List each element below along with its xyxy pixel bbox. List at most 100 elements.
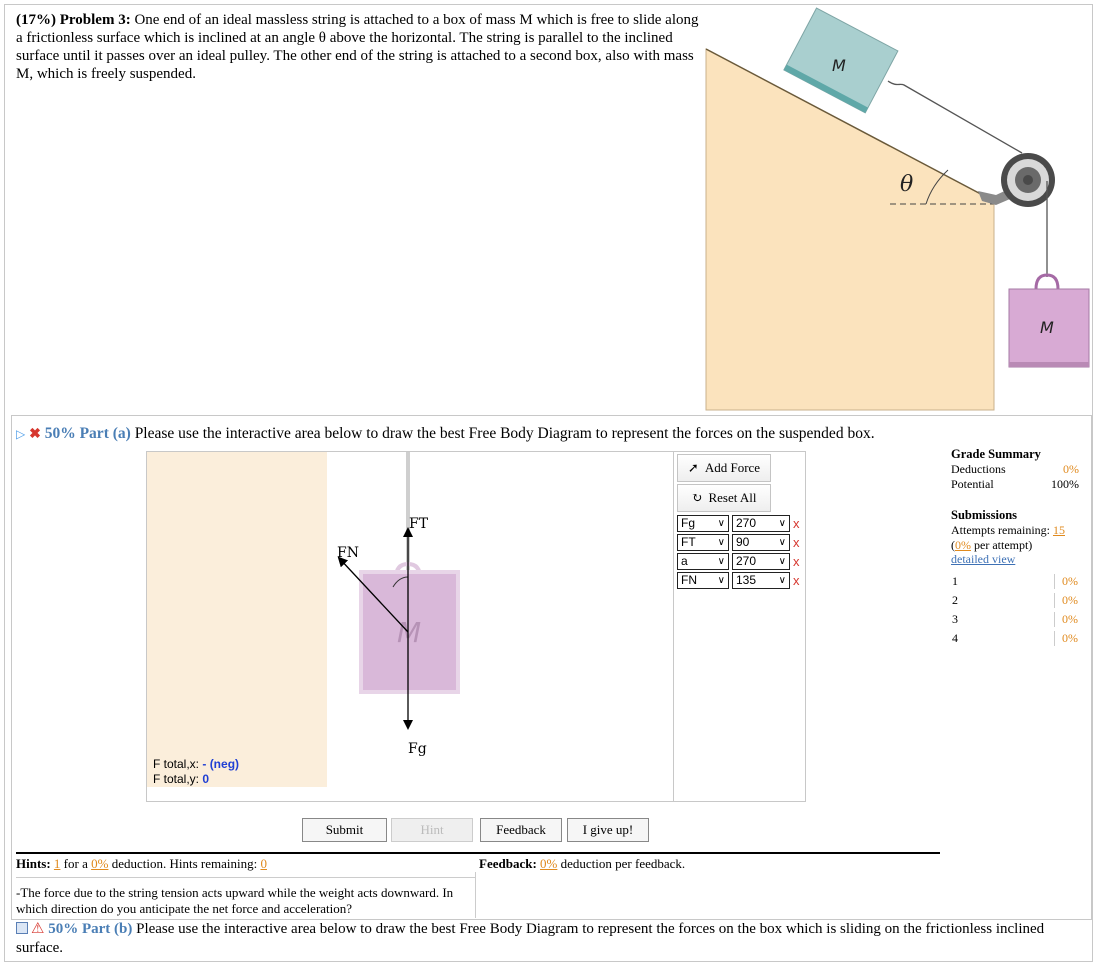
- submission-pct: 0%: [1054, 612, 1078, 627]
- grade-summary-title: Grade Summary: [951, 447, 1041, 461]
- per-attempt: (0% per attempt): [951, 538, 1079, 552]
- hints-divider: [16, 852, 940, 854]
- fbd-bg-string: [406, 452, 410, 572]
- expand-triangle-icon[interactable]: ▷: [16, 427, 26, 441]
- hanging-box: [1008, 288, 1090, 368]
- force-angle-select[interactable]: 270∨: [732, 514, 790, 532]
- force-row: FN∨ 135∨ x: [677, 571, 800, 589]
- hints-label: Hints:: [16, 856, 51, 871]
- delete-force-icon[interactable]: x: [793, 534, 800, 550]
- ftotal-y-value: 0: [202, 772, 210, 786]
- submission-pct: 0%: [1054, 631, 1078, 646]
- submission-number: 1: [952, 574, 958, 588]
- fbd-bg-incline: [147, 452, 327, 787]
- delete-force-icon[interactable]: x: [793, 515, 800, 531]
- chevron-down-icon: ∨: [717, 517, 725, 529]
- problem-statement: (17%) Problem 3: One end of an ideal mas…: [16, 11, 706, 83]
- fbd-drawing-area[interactable]: M FT FN Fg: [147, 452, 673, 801]
- chevron-down-icon: ∨: [717, 555, 725, 567]
- submission-number: 4: [952, 631, 958, 645]
- force-row: Fg ∨ 270∨ x: [677, 514, 800, 532]
- top-box: [783, 7, 899, 114]
- submission-pct: 0%: [1054, 593, 1078, 608]
- fbd-canvas[interactable]: M FT FN Fg F total,x: - (neg) F total,y:…: [146, 451, 806, 802]
- string-incline: [887, 80, 1023, 154]
- fbd-toolbar: ➚ Add Force ↻ Reset All Fg∨ 270∨ x FT∨ 9…: [673, 452, 806, 801]
- ftotal-x-label: F total,x:: [153, 757, 200, 771]
- force-name-value: FT: [681, 535, 696, 549]
- force-angle-select[interactable]: 270∨: [732, 552, 790, 570]
- force-name-select[interactable]: FT∨: [677, 533, 729, 551]
- give-up-button[interactable]: I give up!: [567, 818, 649, 842]
- incorrect-x-icon: ✖: [29, 427, 41, 442]
- add-force-button[interactable]: ➚ Add Force: [677, 454, 771, 482]
- force-angle-value: 135: [736, 573, 757, 587]
- force-name-value: Fg: [681, 516, 696, 530]
- force-row: FT∨ 90∨ x: [677, 533, 800, 551]
- hint-button[interactable]: Hint: [391, 818, 473, 842]
- part-b-label: 50% Part (b): [48, 921, 133, 937]
- chevron-down-icon: ∨: [717, 574, 725, 586]
- part-a-container: [11, 415, 1092, 920]
- per-attempt-open: (: [951, 538, 955, 552]
- ftotal-y: F total,y: 0: [153, 772, 209, 786]
- delete-force-icon[interactable]: x: [793, 553, 800, 569]
- add-force-label: Add Force: [704, 460, 761, 475]
- submissions-title: Submissions: [951, 508, 1018, 522]
- problem-label: (17%) Problem 3:: [16, 12, 131, 28]
- hanging-box-shade: [1009, 362, 1089, 367]
- per-attempt-pct: 0%: [955, 538, 971, 552]
- force-name-select[interactable]: Fg ∨: [677, 514, 729, 532]
- hint-rule: [16, 877, 475, 878]
- attempts-remaining: Attempts remaining: 15: [951, 523, 1079, 538]
- force-name-value: a: [681, 554, 688, 568]
- force-name-select[interactable]: a∨: [677, 552, 729, 570]
- angle-label: θ: [900, 172, 913, 197]
- force-arrow-fn[interactable]: [337, 556, 409, 633]
- problem-figure: θ M M: [705, 7, 1090, 411]
- top-box-label: M: [832, 56, 846, 75]
- collapse-icon[interactable]: [16, 922, 28, 934]
- per-attempt-text: per attempt): [974, 538, 1033, 552]
- submission-pct: 0%: [1054, 574, 1078, 589]
- submission-row: 4 0%: [952, 631, 1078, 646]
- submission-row: 1 0%: [952, 574, 1078, 589]
- part-b-text: Please use the interactive area below to…: [16, 921, 1045, 956]
- force-angle-select[interactable]: 135∨: [732, 571, 790, 589]
- pulley-axle: [1023, 175, 1033, 185]
- feedback-text: deduction per feedback.: [560, 856, 686, 871]
- attempts-value: 15: [1052, 523, 1065, 537]
- hints-count: 1: [53, 856, 61, 871]
- detailed-view-link[interactable]: detailed view: [951, 552, 1016, 566]
- potential-label: Potential: [951, 477, 994, 491]
- submission-number: 2: [952, 593, 958, 607]
- force-label-fg: Fg: [408, 741, 427, 757]
- force-name-select[interactable]: FN∨: [677, 571, 729, 589]
- problem-container: [4, 4, 1093, 962]
- force-angle-value: 90: [736, 535, 750, 549]
- feedback-pct: 0%: [540, 856, 558, 871]
- submission-row: 2 0%: [952, 593, 1078, 608]
- ftotal-y-label: F total,y:: [153, 772, 200, 786]
- hanging-box-label: M: [1040, 318, 1054, 337]
- reset-all-button[interactable]: ↻ Reset All: [677, 484, 771, 512]
- force-angle-value: 270: [736, 516, 757, 530]
- hints-remaining: 0: [260, 856, 267, 871]
- submit-button[interactable]: Submit: [302, 818, 387, 842]
- incline-surface: [705, 48, 995, 202]
- chevron-down-icon: ∨: [778, 555, 786, 567]
- arrow-icon: ➚: [687, 460, 699, 475]
- deductions-label: Deductions: [951, 462, 1006, 476]
- deductions-value: 0%: [1063, 462, 1079, 476]
- hints-deduction-text: deduction. Hints remaining:: [111, 856, 258, 871]
- force-angle-select[interactable]: 90∨: [732, 533, 790, 551]
- delete-force-icon[interactable]: x: [793, 572, 800, 588]
- reset-icon: ↻: [691, 490, 703, 505]
- hanging-hook: [1034, 273, 1060, 290]
- feedback-button[interactable]: Feedback: [480, 818, 562, 842]
- deductions-row: Deductions 0%: [951, 462, 1079, 477]
- warning-icon: ⚠: [31, 921, 45, 937]
- ftotal-x: F total,x: - (neg): [153, 757, 239, 771]
- part-a-label: 50% Part (a): [44, 425, 131, 442]
